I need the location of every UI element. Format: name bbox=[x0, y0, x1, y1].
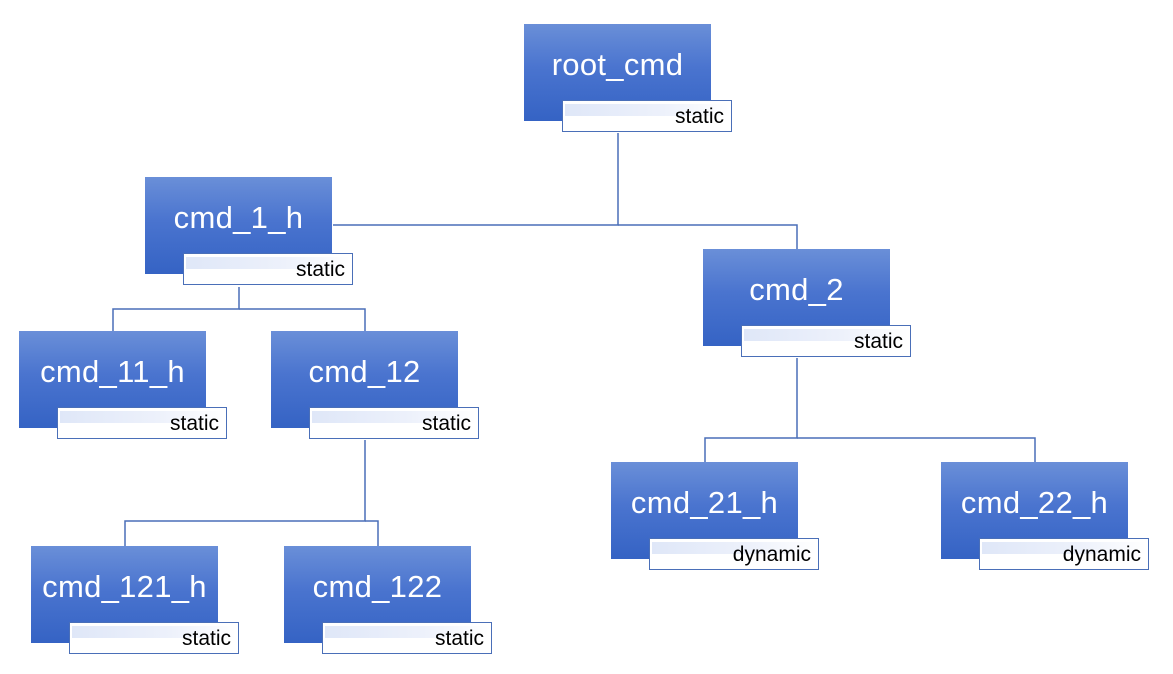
edge-cmd-2-to-cmd-22-h bbox=[797, 437, 1036, 462]
node-tag: static bbox=[183, 253, 353, 285]
node-title: cmd_122 bbox=[312, 569, 443, 604]
node-tag-text: static bbox=[181, 627, 231, 650]
node-tag: static bbox=[309, 407, 479, 439]
tag-band bbox=[60, 411, 224, 423]
tag-band bbox=[744, 329, 908, 341]
node-tag: static bbox=[69, 622, 239, 654]
tag-band bbox=[982, 542, 1146, 554]
node-title: cmd_2 bbox=[749, 272, 844, 307]
tag-band bbox=[652, 542, 816, 554]
edge-cmd-12-to-cmd-121-h bbox=[124, 440, 366, 546]
tag-band bbox=[565, 104, 729, 116]
node-tag-text: static bbox=[434, 627, 484, 650]
node-title: cmd_22_h bbox=[960, 485, 1109, 520]
node-tag-text: static bbox=[853, 330, 903, 353]
node-tag: static bbox=[562, 100, 732, 132]
edge-root-to-cmd-2 bbox=[618, 224, 798, 249]
node-title: cmd_1_h bbox=[173, 200, 304, 235]
node-tag: static bbox=[57, 407, 227, 439]
tag-band bbox=[312, 411, 476, 423]
node-tag-text: static bbox=[169, 412, 219, 435]
tag-band bbox=[325, 626, 489, 638]
tag-band bbox=[72, 626, 236, 638]
node-title: root_cmd bbox=[551, 47, 684, 82]
node-tag: static bbox=[322, 622, 492, 654]
edge-cmd-12-to-cmd-122 bbox=[365, 520, 379, 546]
node-title: cmd_12 bbox=[308, 354, 421, 389]
node-title: cmd_11_h bbox=[40, 354, 185, 389]
node-tag: static bbox=[741, 325, 911, 357]
node-tag: dynamic bbox=[979, 538, 1149, 570]
node-tag-text: static bbox=[674, 105, 724, 128]
node-tag-text: dynamic bbox=[1062, 543, 1141, 566]
node-tag-text: static bbox=[295, 258, 345, 281]
edge-cmd-2-to-cmd-21-h bbox=[704, 358, 798, 462]
node-title: cmd_121_h bbox=[42, 569, 207, 604]
edge-root-to-cmd-1-h bbox=[333, 133, 619, 226]
edge-cmd-1-h-to-children bbox=[112, 287, 240, 331]
node-tag-text: dynamic bbox=[732, 543, 811, 566]
edge-cmd-1-h-to-cmd-12 bbox=[239, 308, 366, 331]
node-tag: dynamic bbox=[649, 538, 819, 570]
node-tag-text: static bbox=[421, 412, 471, 435]
node-title: cmd_21_h bbox=[630, 485, 779, 520]
tag-band bbox=[186, 257, 350, 269]
